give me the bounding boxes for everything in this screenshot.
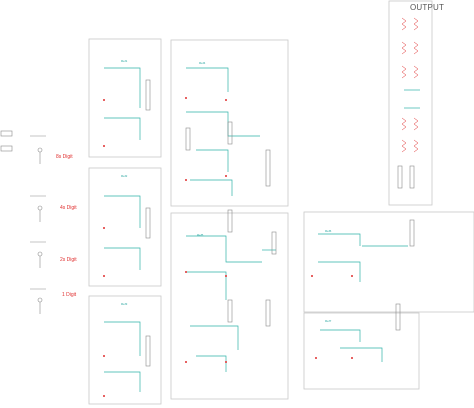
connector-bar[interactable] xyxy=(185,127,191,151)
wires xyxy=(104,67,420,392)
connector-bar[interactable] xyxy=(397,165,403,189)
connector-bar[interactable] xyxy=(265,149,271,187)
connector-bar[interactable] xyxy=(145,79,151,111)
output-components xyxy=(401,17,419,153)
connector-bar[interactable] xyxy=(409,165,415,189)
digit-label-8s: 8s Digit xyxy=(56,154,73,160)
accent-markers xyxy=(103,97,353,397)
panel-left-middle[interactable] xyxy=(88,167,162,287)
panel-note-g: Ref7 xyxy=(325,319,332,323)
panel-right-bottom[interactable] xyxy=(303,312,420,390)
connector-bars xyxy=(145,79,415,367)
panel-note-e: Ref5 xyxy=(197,233,204,237)
panel-note-b: Ref2 xyxy=(121,174,128,178)
panel-center-bottom[interactable] xyxy=(170,212,289,400)
connector-bar[interactable] xyxy=(227,299,233,323)
connector-bar[interactable] xyxy=(395,303,401,331)
panel-note-c: Ref3 xyxy=(121,302,128,306)
digit-label-4s: 4s Digit xyxy=(60,205,77,211)
connector-bar[interactable] xyxy=(227,209,233,233)
panel-center-top[interactable] xyxy=(170,39,289,207)
panel-note-d: Ref4 xyxy=(199,61,206,65)
panel-frames xyxy=(88,0,474,405)
connector-bar[interactable] xyxy=(227,121,233,145)
panel-note-a: Ref1 xyxy=(121,59,128,63)
connector-bar[interactable] xyxy=(145,335,151,367)
panel-note-f: Ref6 xyxy=(325,229,332,233)
input-modules xyxy=(0,130,46,314)
connector-bar[interactable] xyxy=(265,299,271,327)
source-block[interactable] xyxy=(0,130,13,137)
digit-label-1: 1 Digit xyxy=(62,292,77,298)
digit-label-2s: 2s Digit xyxy=(60,257,77,263)
panel-output[interactable] xyxy=(388,0,433,206)
connector-bar[interactable] xyxy=(271,231,277,255)
panel-left-top[interactable] xyxy=(88,38,162,158)
source-block[interactable] xyxy=(0,145,13,152)
output-title: OUTPUT xyxy=(410,3,445,12)
connector-bar[interactable] xyxy=(145,207,151,239)
panel-right-middle[interactable] xyxy=(303,211,474,313)
panel-left-bottom[interactable] xyxy=(88,295,162,405)
connector-bar[interactable] xyxy=(409,219,415,247)
